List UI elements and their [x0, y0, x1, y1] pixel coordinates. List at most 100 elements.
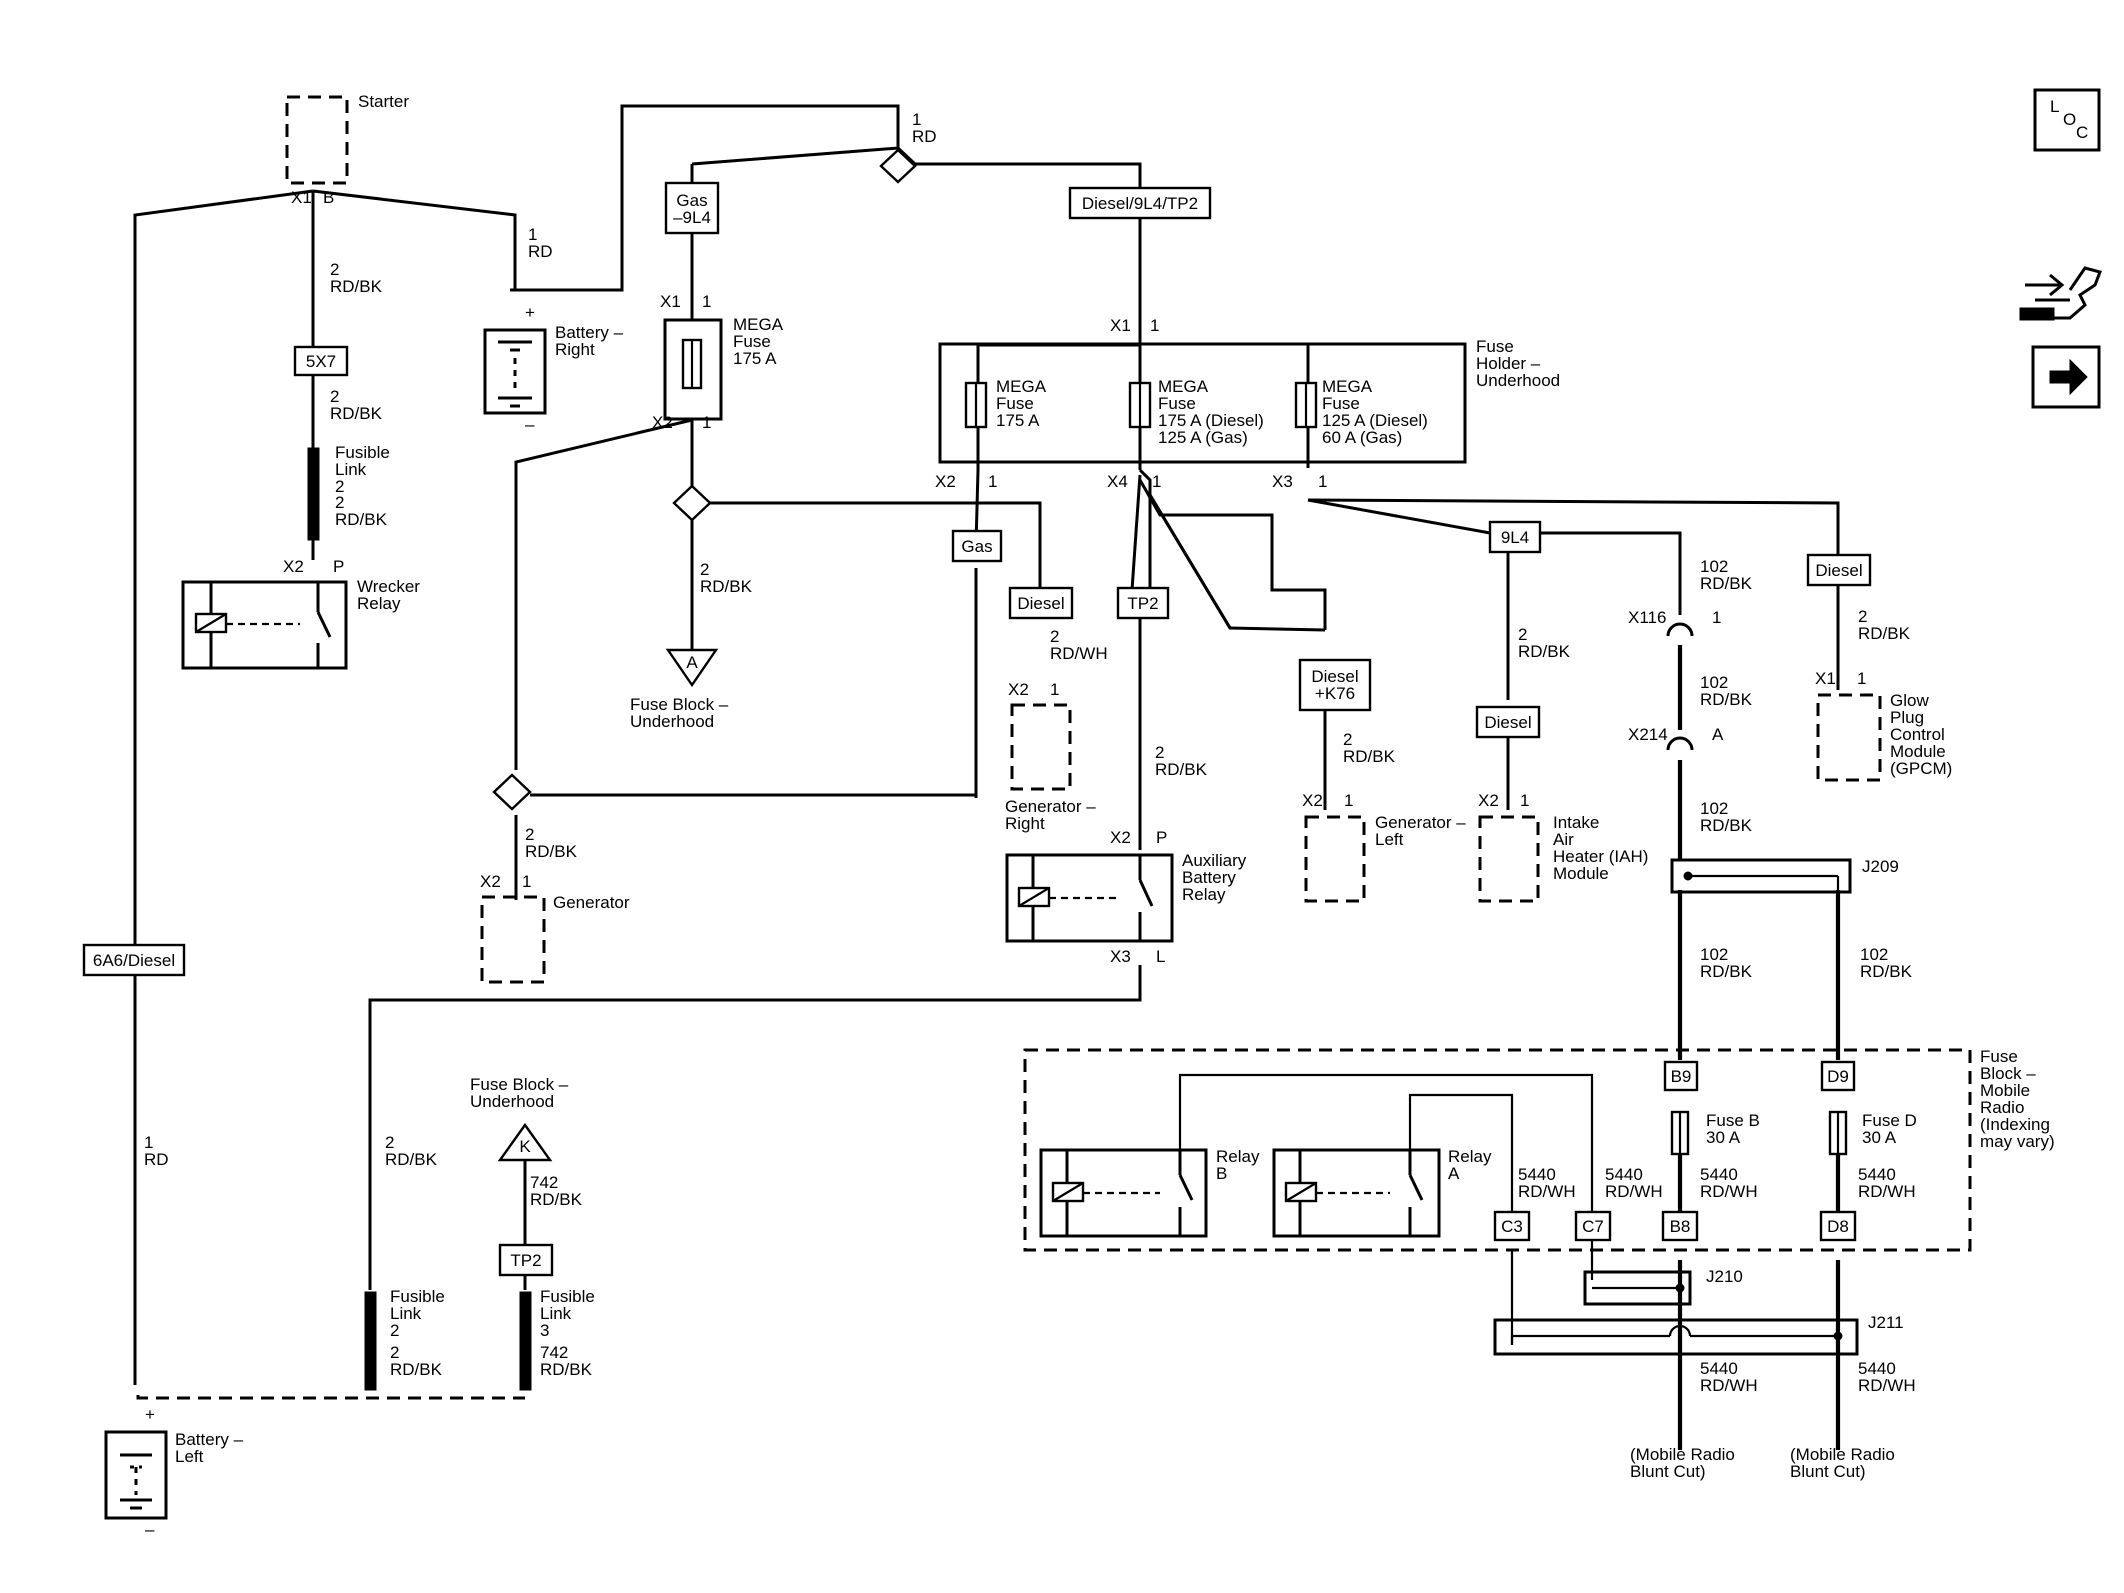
svg-text:1: 1 — [1050, 680, 1059, 699]
svg-text:X4: X4 — [1107, 472, 1128, 491]
wires — [133, 104, 1841, 1450]
starter-label: Starter — [358, 92, 409, 111]
battery-left-label: Battery –Left — [175, 1430, 244, 1466]
svg-text:Diesel: Diesel — [1017, 594, 1064, 613]
battery-left: Battery –Left + – — [104, 1405, 244, 1539]
generator: Generator X2 1 — [480, 872, 630, 984]
generator-right: Generator –Right X2 1 — [1005, 680, 1096, 833]
svg-text:X214: X214 — [1628, 725, 1668, 744]
svg-text:1: 1 — [1152, 472, 1161, 491]
svg-text:1: 1 — [1318, 472, 1327, 491]
svg-text:1: 1 — [1712, 608, 1721, 627]
splice-pack-j210: J210 — [1583, 1267, 1743, 1306]
battery-left-plus: + — [145, 1405, 155, 1424]
svg-text:O: O — [2063, 110, 2076, 129]
svg-text:Diesel: Diesel — [1484, 713, 1531, 732]
svg-text:B9: B9 — [1671, 1067, 1692, 1086]
svg-text:2RD/BK: 2RD/BK — [390, 1343, 443, 1379]
svg-text:1: 1 — [702, 413, 711, 432]
svg-text:Diesel+K76: Diesel+K76 — [1311, 667, 1358, 703]
svg-text:X2: X2 — [1302, 791, 1323, 810]
splice-diamond-mid — [672, 484, 712, 522]
svg-text:Fuse B30 A: Fuse B30 A — [1706, 1111, 1760, 1147]
location-icon[interactable]: L O C — [2033, 88, 2101, 152]
option-5x7-box: 5X7 — [293, 345, 349, 377]
fuse-block-underhood-label: Fuse Block –Underhood — [630, 695, 729, 731]
option-diesel-generator-box: Diesel — [1008, 586, 1074, 620]
svg-text:J210: J210 — [1706, 1267, 1743, 1286]
svg-text:Fuse D30 A: Fuse D30 A — [1862, 1111, 1917, 1147]
svg-text:D8: D8 — [1827, 1217, 1849, 1236]
starter: Starter X1 B — [285, 92, 409, 207]
svg-text:D9: D9 — [1827, 1067, 1849, 1086]
svg-text:L: L — [2050, 97, 2059, 116]
svg-text:Diesel: Diesel — [1815, 561, 1862, 580]
option-tp2-aux-box: TP2 — [1116, 586, 1170, 620]
generator-left: Generator –Left X2 1 — [1302, 791, 1466, 903]
svg-text:1: 1 — [522, 872, 531, 891]
troubleshooting-wrench-icon[interactable] — [2019, 266, 2102, 321]
svg-text:B8: B8 — [1670, 1217, 1691, 1236]
next-arrow-icon[interactable] — [2031, 345, 2101, 409]
fuse-block-underhood-ref-k: Fuse Block –Underhood K — [470, 1075, 569, 1162]
battery-left-minus: – — [145, 1520, 155, 1539]
svg-text:X116: X116 — [1628, 608, 1666, 627]
svg-text:X2: X2 — [1478, 791, 1499, 810]
splice-pack-j209: J209 — [1670, 857, 1899, 894]
option-diesel-k76-box: Diesel+K76 — [1298, 658, 1372, 712]
svg-text:6A6/Diesel: 6A6/Diesel — [93, 951, 175, 970]
splice-diamond-top — [879, 148, 917, 184]
svg-text:Gas: Gas — [961, 537, 992, 556]
svg-text:Gas–9L4: Gas–9L4 — [673, 191, 711, 227]
svg-text:C7: C7 — [1582, 1217, 1604, 1236]
splice-diamond-generator — [492, 773, 532, 811]
svg-text:1: 1 — [1857, 669, 1866, 688]
svg-text:L: L — [1156, 947, 1165, 966]
option-diesel-9l4-tp2-box: Diesel/9L4/TP2 — [1068, 186, 1212, 220]
option-diesel-gpcm-box: Diesel — [1806, 553, 1872, 587]
svg-text:Diesel/9L4/TP2: Diesel/9L4/TP2 — [1082, 194, 1198, 213]
battery-right-label: Battery –Right — [555, 323, 624, 359]
ground-dashed-link — [136, 1395, 525, 1400]
connector-p-label: P — [333, 557, 344, 576]
battery-right-minus: – — [525, 415, 535, 434]
generator-left-label: Generator –Left — [1375, 813, 1466, 849]
svg-text:C: C — [2076, 123, 2088, 142]
